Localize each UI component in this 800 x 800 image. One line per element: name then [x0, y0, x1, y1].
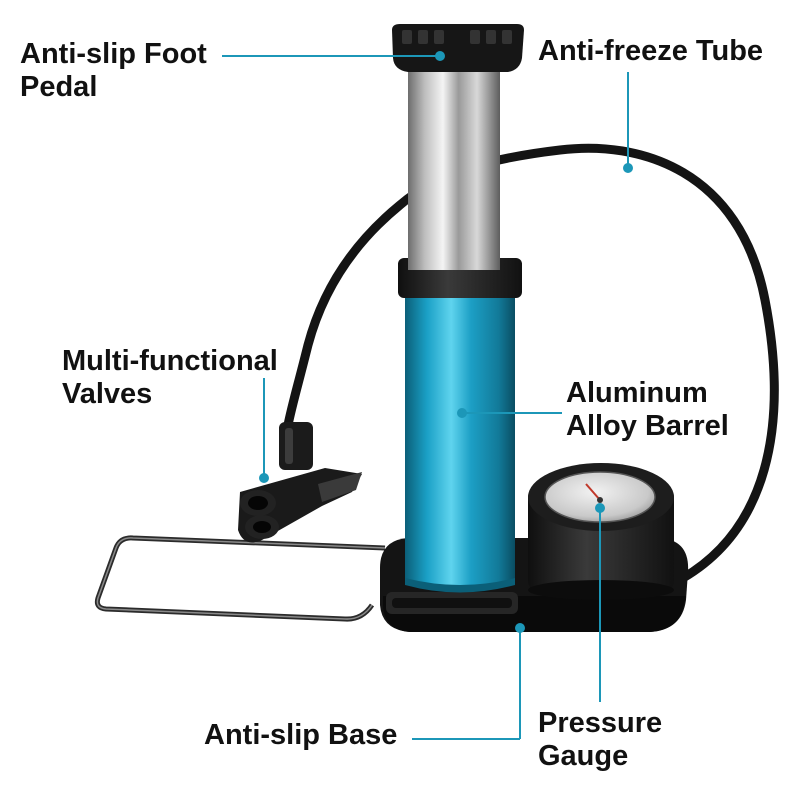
wire-stand [94, 535, 386, 622]
leader-base-dot [515, 623, 525, 633]
foot-pedal [392, 24, 524, 72]
leader-pedal-dot [435, 51, 445, 61]
leader-valves-dot [259, 473, 269, 483]
label-valves-line2: Valves [62, 378, 153, 410]
label-barrel-line2: Alloy Barrel [566, 410, 729, 442]
valve-head [238, 422, 362, 543]
label-barrel-line1: Aluminum [566, 377, 708, 409]
label-base-line1: Anti-slip Base [204, 719, 398, 751]
label-anti-freeze-tube: Anti-freeze Tube [538, 35, 763, 68]
hose [283, 143, 779, 583]
leader-gauge-dot [595, 503, 605, 513]
label-aluminum-alloy-barrel: Aluminum Alloy Barrel [566, 377, 729, 443]
leader-tube-dot [623, 163, 633, 173]
leader-barrel-dot [457, 408, 467, 418]
chrome-piston [408, 62, 500, 270]
label-anti-slip-base: Anti-slip Base [204, 719, 397, 752]
label-multi-functional-valves: Multi-functional Valves [62, 345, 278, 411]
leader-lines [222, 51, 633, 740]
label-gauge-line1: Pressure [538, 707, 663, 739]
label-pedal-line2: Pedal [20, 71, 98, 103]
label-tube-line1: Anti-freeze Tube [538, 35, 764, 67]
label-gauge-line2: Gauge [538, 740, 629, 772]
aluminum-barrel [398, 258, 522, 593]
label-valves-line1: Multi-functional [62, 345, 278, 377]
pressure-gauge [528, 463, 674, 600]
label-pedal-line1: Anti-slip Foot [20, 38, 207, 70]
label-anti-slip-foot-pedal: Anti-slip Foot Pedal [20, 38, 207, 104]
label-pressure-gauge: Pressure Gauge [538, 707, 662, 773]
